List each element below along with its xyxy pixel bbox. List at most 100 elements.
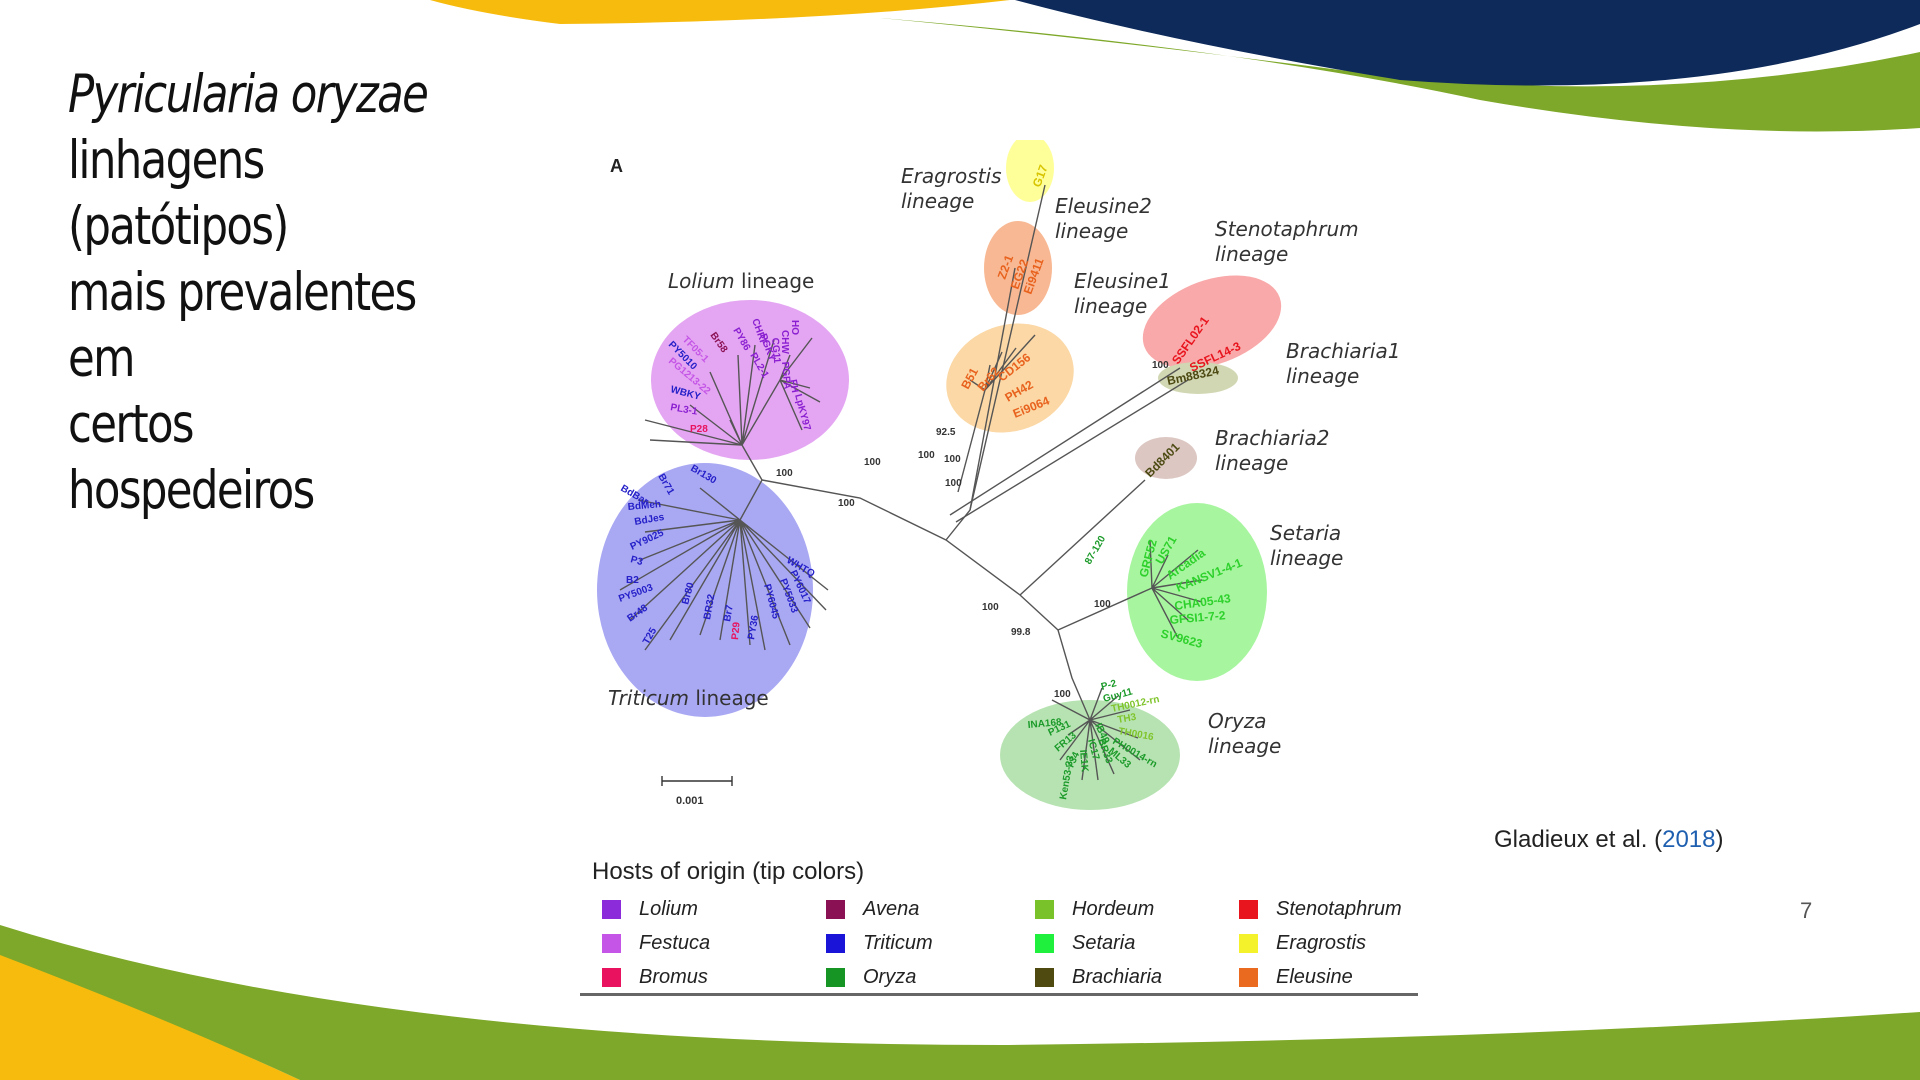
label-lolium: Lolium lineage	[668, 269, 814, 293]
legend-swatch	[1035, 933, 1054, 953]
bootstrap-value: 100	[944, 454, 961, 465]
top-green-band	[880, 18, 1920, 132]
bootstrap-value: 99.8	[1011, 627, 1031, 638]
label-brachiaria1-suffix: lineage	[1286, 364, 1359, 388]
bootstrap-value: 87-120	[1083, 534, 1108, 567]
legend-swatch	[1239, 967, 1258, 987]
bootstrap-value: 100	[838, 498, 855, 509]
label-brachiaria2: Brachiaria2	[1215, 426, 1329, 450]
bootstrap-value: 100	[776, 468, 793, 479]
legend-label: Bromus	[639, 965, 708, 988]
ellipse-oryza	[1000, 700, 1180, 810]
ellipse-eleusine1	[946, 323, 1074, 433]
citation-year-link[interactable]: 2018	[1662, 826, 1716, 853]
label-brachiaria2-suffix: lineage	[1215, 451, 1288, 475]
label-eleusine2: Eleusine2	[1055, 194, 1152, 218]
legend-swatch	[602, 933, 621, 953]
tip-label: INA168	[1027, 717, 1062, 731]
citation-close: )	[1715, 826, 1724, 853]
legend-item: Triticum	[826, 929, 933, 957]
tip-label: FH	[787, 379, 800, 394]
legend-label: Eleusine	[1276, 965, 1353, 988]
legend-label: Setaria	[1072, 931, 1136, 954]
legend-label: Lolium	[639, 897, 698, 920]
phylogenetic-tree: A Eragrostis lineage Eleusine2 lineage E…	[597, 140, 1400, 810]
legend-item: Brachiaria	[1035, 963, 1162, 991]
tip-label: B2	[626, 575, 639, 586]
scale-bar-label: 0.001	[676, 795, 704, 807]
title-line-3: certos hospedeiros	[68, 394, 315, 521]
ellipse-stenotaphrum	[1142, 275, 1282, 369]
tip-label: P29	[730, 621, 743, 640]
label-triticum: Triticum lineage	[608, 686, 769, 710]
legend-swatch	[602, 967, 621, 987]
legend-item: Setaria	[1035, 929, 1135, 957]
scale-bar	[661, 776, 733, 786]
legend-label: Festuca	[639, 931, 711, 954]
label-eleusine2-suffix: lineage	[1055, 219, 1128, 243]
label-setaria: Setaria	[1270, 521, 1341, 545]
ellipse-triticum	[597, 463, 813, 717]
label-oryza: Oryza	[1208, 709, 1267, 733]
tip-label: Br7	[722, 604, 736, 623]
bootstrap-value: 100	[945, 478, 962, 489]
tip-label: P3	[629, 554, 644, 568]
tip-label: CHW	[779, 330, 790, 354]
tip-label: GFSI1-7-2	[1169, 608, 1226, 627]
tip-label: HO	[789, 320, 800, 335]
label-stenotaphrum: Stenotaphrum	[1215, 217, 1359, 241]
tree-branches	[619, 184, 1203, 781]
tip-label: BdJes	[634, 512, 666, 528]
ellipse-eleusine2	[984, 221, 1052, 315]
legend-swatch	[826, 899, 845, 919]
legend-item: Festuca	[602, 929, 710, 957]
bootstrap-value: 100	[1094, 599, 1111, 610]
tip-label: CG11	[769, 337, 782, 364]
legend-item: Eleusine	[1239, 963, 1353, 991]
citation-author: Gladieux et al. (	[1494, 826, 1663, 853]
legend-label: Eragrostis	[1276, 931, 1367, 954]
tip-label: BR32	[702, 593, 717, 621]
legend-swatch	[1239, 899, 1258, 919]
legend-item: Bromus	[602, 963, 708, 991]
label-setaria-suffix: lineage	[1270, 546, 1343, 570]
bootstrap-value: 100	[918, 450, 935, 461]
label-eragrostis-suffix: lineage	[901, 189, 974, 213]
legend-swatch	[602, 899, 621, 919]
bootstrap-value: 92.5	[936, 427, 956, 438]
legend-label: Oryza	[863, 965, 917, 988]
label-oryza-suffix: lineage	[1208, 734, 1281, 758]
label-stenotaphrum-suffix: lineage	[1215, 242, 1288, 266]
tip-label: TH3	[1117, 712, 1138, 726]
bootstrap-value: 100	[1054, 689, 1071, 700]
tip-label: PL3-1	[669, 402, 698, 418]
tip-label: P-2	[1100, 678, 1118, 693]
ellipse-setaria	[1127, 503, 1267, 681]
legend-label: Avena	[863, 897, 920, 920]
label-brachiaria1: Brachiaria1	[1286, 339, 1400, 363]
ellipse-brachiaria2	[1135, 437, 1197, 479]
legend-item: Hordeum	[1035, 895, 1154, 923]
host-legend: Lolium Festuca Bromus Avena Triticum Ory…	[580, 893, 1418, 996]
label-eleusine1-suffix: lineage	[1074, 294, 1147, 318]
page-number: 7	[1800, 898, 1813, 923]
legend-swatch	[1035, 899, 1054, 919]
legend-item: Lolium	[602, 895, 698, 923]
legend-item: Eragrostis	[1239, 929, 1366, 957]
legend-swatch	[826, 933, 845, 953]
legend-label: Triticum	[863, 931, 933, 954]
legend-item: Stenotaphrum	[1239, 895, 1402, 923]
tip-label: BdMeh	[627, 499, 661, 513]
ellipse-eragrostis	[1006, 140, 1054, 202]
legend-label: Brachiaria	[1072, 965, 1163, 988]
legend-swatch	[1035, 967, 1054, 987]
bootstrap-value: 100	[982, 602, 999, 613]
tip-label: PY36	[746, 614, 761, 640]
title-line-1: linhagens (patótipos)	[68, 130, 289, 257]
tip-label: P28	[690, 424, 708, 435]
legend-label: Hordeum	[1072, 897, 1155, 920]
label-eleusine1: Eleusine1	[1074, 269, 1171, 293]
bootstrap-value: 100	[864, 457, 881, 468]
top-yellow-band	[430, 0, 1010, 24]
